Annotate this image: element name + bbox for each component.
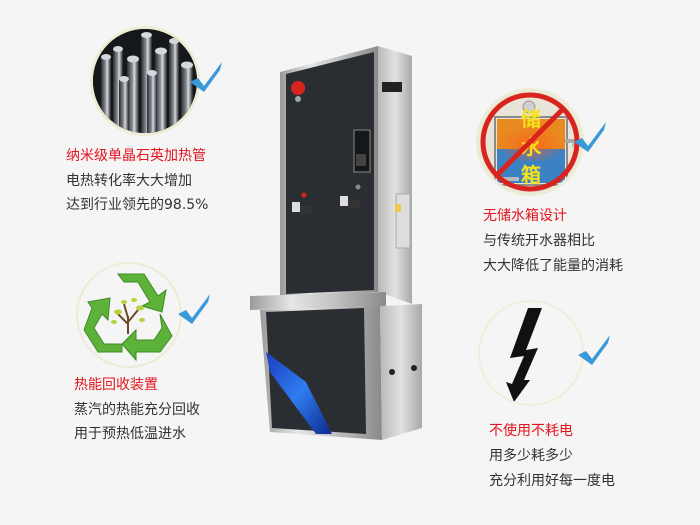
checkmark-icon (190, 62, 222, 92)
feature-description-line: 蒸汽的热能充分回收 (74, 402, 200, 418)
feature-title: 无储水箱设计 (483, 208, 567, 224)
checkmark-icon (178, 294, 210, 324)
lightning-bolt-icon (478, 300, 584, 406)
prohibition-sign-icon (480, 92, 580, 192)
checkmark-icon (578, 335, 610, 365)
quartz-tubes-icon (90, 26, 200, 136)
feature-description-line: 达到行业领先的98.5% (66, 197, 209, 213)
tank-label-char: 储 (521, 107, 541, 131)
water-boiler-product-image (246, 42, 426, 452)
feature-title: 不使用不耗电 (489, 423, 573, 439)
feature-title: 热能回收装置 (74, 377, 158, 393)
recycle-icon (76, 262, 182, 368)
feature-description-line: 大大降低了能量的消耗 (483, 258, 623, 274)
feature-description-line: 电热转化率大大增加 (66, 173, 192, 189)
feature-description-line: 与传统开水器相比 (483, 233, 595, 249)
feature-description-line: 用于预热低温进水 (74, 426, 186, 442)
feature-title: 纳米级单晶石英加热管 (66, 148, 206, 164)
tank-label-char: 箱 (521, 163, 541, 187)
no-storage-tank-icon: 储 水 箱 (476, 88, 584, 196)
tank-label-char: 水 (521, 135, 541, 159)
checkmark-icon (574, 122, 606, 152)
feature-description-line: 充分利用好每一度电 (489, 473, 615, 489)
feature-description-line: 用多少耗多少 (489, 448, 573, 464)
